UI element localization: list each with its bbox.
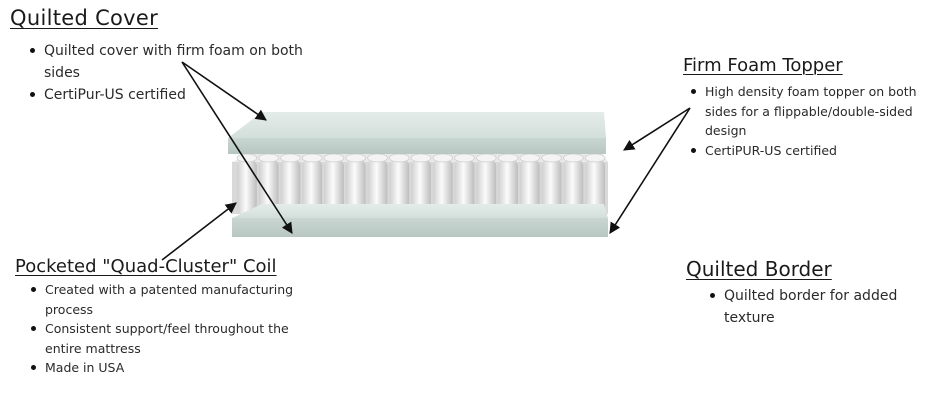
coil-top — [432, 153, 454, 163]
coil — [519, 160, 540, 214]
coil — [258, 160, 279, 214]
bottom-foam-layer — [232, 204, 608, 237]
coil — [280, 160, 301, 214]
list-item: Consistent support/feel throughout the e… — [27, 319, 315, 358]
quilted-cover-list: Quilted cover with firm foam on both sid… — [26, 40, 310, 106]
coil — [563, 160, 584, 214]
arrows — [161, 61, 691, 261]
callout-quilted-border: Quilted Border Quilted border for added … — [686, 257, 926, 329]
coil — [476, 160, 497, 214]
list-item: Made in USA — [27, 358, 315, 378]
coil — [237, 160, 257, 214]
coil-top — [236, 153, 258, 163]
coil — [498, 160, 518, 214]
coil — [411, 160, 431, 214]
coil — [345, 160, 366, 214]
list-item: High density foam topper on both sides f… — [687, 82, 941, 141]
coil-top — [258, 153, 279, 163]
coil — [324, 160, 344, 214]
coil-top — [410, 153, 432, 163]
coil-top — [497, 153, 519, 163]
coil — [585, 160, 605, 214]
coil-top — [301, 153, 323, 163]
list-item: Quilted cover with firm foam on both sid… — [26, 40, 310, 84]
callout-quilted-cover: Quilted Cover Quilted cover with firm fo… — [10, 6, 310, 106]
coil — [432, 160, 453, 214]
coil-top — [345, 153, 367, 163]
coil-top — [454, 153, 475, 163]
coil — [302, 160, 323, 214]
coil — [389, 160, 410, 214]
list-item: CertiPur-US certified — [26, 84, 310, 106]
arrow-topper-to-top — [623, 107, 691, 151]
coil-top — [388, 153, 410, 163]
coil-top — [475, 153, 497, 163]
firm-foam-topper-list: High density foam topper on both sides f… — [687, 82, 941, 160]
arrow-topper-to-bottom — [609, 107, 691, 234]
callout-pocketed-coil: Pocketed "Quad-Cluster" Coil Created wit… — [15, 256, 315, 378]
callout-firm-foam-topper: Firm Foam Topper High density foam toppe… — [683, 55, 941, 160]
arrow-cover-to-top — [181, 61, 267, 121]
coil-top — [323, 153, 345, 163]
arrow-coil — [161, 202, 237, 261]
coil-top — [280, 153, 301, 163]
list-item: Created with a patented manufacturing pr… — [27, 280, 315, 319]
coil-top — [541, 153, 562, 163]
pocketed-coil-list: Created with a patented manufacturing pr… — [27, 280, 315, 378]
coil-top — [367, 153, 388, 163]
top-foam-layer — [228, 112, 606, 154]
coil-top — [584, 153, 606, 163]
pocketed-coil-title: Pocketed "Quad-Cluster" Coil — [15, 256, 277, 277]
coil-top — [519, 153, 541, 163]
coil — [454, 160, 475, 214]
coil — [367, 160, 388, 214]
firm-foam-topper-title: Firm Foam Topper — [683, 55, 843, 76]
quilted-cover-title: Quilted Cover — [10, 6, 159, 30]
coil-top — [563, 153, 584, 163]
quilted-border-title: Quilted Border — [686, 257, 832, 281]
list-item: Quilted border for added texture — [706, 285, 926, 329]
coil — [541, 160, 562, 214]
arrow-cover-to-bottom — [181, 61, 293, 234]
quilted-border-list: Quilted border for added texture — [706, 285, 926, 329]
list-item: CertiPUR-US certified — [687, 141, 941, 161]
